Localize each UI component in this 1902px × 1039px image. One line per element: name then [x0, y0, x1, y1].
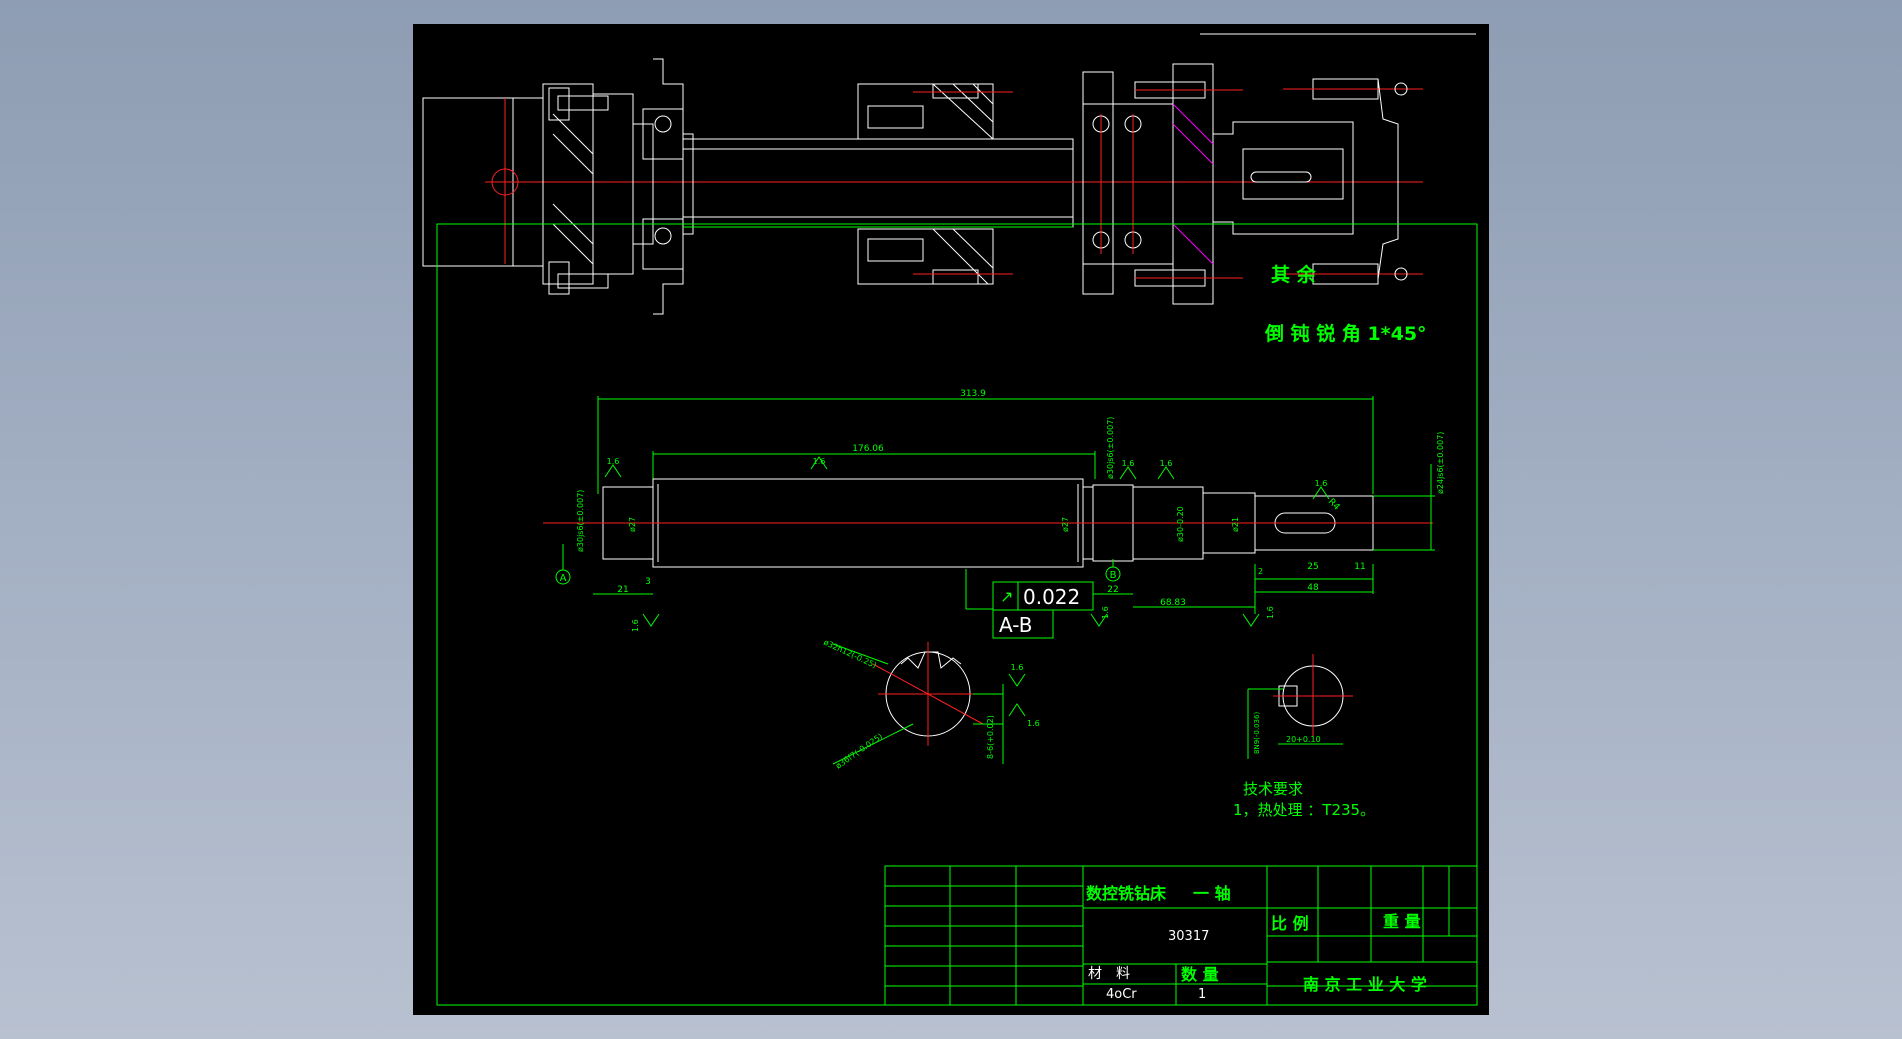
note-remaining: 其 余 — [1271, 263, 1317, 286]
rough-7: 1.6 — [1101, 606, 1110, 619]
tech-item: 1，热处理 ：T235。 — [1233, 801, 1375, 819]
dim-mid: 176.06 — [852, 444, 884, 454]
drawing-sheet[interactable]: 其 余 倒 钝 锐 角 1*45° — [413, 24, 1489, 1015]
note-chamfer: 倒 钝 锐 角 1*45° — [1264, 322, 1427, 345]
dim-len-2: 2 — [1258, 567, 1263, 576]
dim-len-48: 48 — [1307, 583, 1319, 593]
tolerance-value: 0.022 — [1023, 585, 1080, 609]
tb-machine: 数控铣钻床 — [1086, 884, 1167, 903]
dim-d30-right: ø30js6(±0.007) — [1106, 417, 1115, 479]
drawing-canvas: 其 余 倒 钝 锐 角 1*45° — [422, 33, 1478, 1006]
spline-d1: ø32h12(-0.25) — [822, 638, 878, 670]
rough-8: 1.6 — [1266, 606, 1275, 619]
dim-radius: R4 — [1326, 497, 1342, 513]
rough-4: 1.6 — [1160, 459, 1173, 468]
rough-2: 1.6 — [813, 457, 826, 466]
dim-d-left: ø30js6(±0.007) — [576, 490, 585, 552]
tb-quantity-label: 数 量 — [1181, 965, 1219, 984]
dim-d21: ø21 — [1231, 517, 1240, 532]
assembly-view — [422, 33, 1476, 315]
dim-d27b: ø27 — [1061, 517, 1070, 532]
rough-9: 1.6 — [1011, 663, 1024, 672]
dim-len-6883: 68.83 — [1160, 598, 1186, 608]
rough-3: 1.6 — [1122, 459, 1135, 468]
tb-weight-label: 重 量 — [1383, 912, 1421, 931]
dim-d24: ø24js6(±0.007) — [1436, 432, 1445, 494]
dim-len-21: 21 — [617, 585, 628, 595]
shaft-part-view — [543, 396, 1435, 639]
dim-d30b: ø30-0.20 — [1176, 506, 1185, 542]
key-section — [1247, 654, 1353, 759]
tb-scale-label: 比 例 — [1271, 914, 1309, 933]
spline-section — [832, 642, 1026, 765]
runout-symbol: ↗ — [1000, 587, 1013, 606]
dim-overall: 313.9 — [960, 389, 986, 399]
dim-d27a: ø27 — [628, 517, 637, 532]
key-depth: 20+0.10 — [1286, 735, 1321, 744]
tb-material-value: 4oCr — [1106, 987, 1137, 1002]
tb-drawing-no: 30317 — [1168, 929, 1209, 944]
dim-len-22: 22 — [1107, 585, 1118, 595]
rough-1: 1.6 — [607, 457, 620, 466]
title-block — [884, 865, 1478, 1006]
rough-5: 1.6 — [1315, 479, 1328, 488]
dim-len-3: 3 — [645, 577, 651, 587]
tb-school: 南 京 工 业 大 学 — [1303, 975, 1427, 994]
datum-a: A — [560, 573, 567, 584]
spline-d2: ø36f7(-0.025) — [834, 732, 884, 771]
dim-len-25: 25 — [1307, 562, 1318, 572]
tb-quantity-value: 1 — [1198, 987, 1206, 1002]
tech-title: 技术要求 — [1243, 780, 1303, 798]
rough-6: 1.6 — [631, 619, 640, 632]
rough-10: 1.6 — [1027, 719, 1040, 728]
dim-len-11: 11 — [1354, 562, 1365, 572]
spline-b: 8-6(+0.02) — [986, 715, 995, 759]
datum-b: B — [1110, 570, 1117, 581]
tolerance-ref: A-B — [999, 613, 1032, 637]
key-width: 8N9(-0.036) — [1253, 712, 1261, 754]
tb-part: 一 轴 — [1193, 884, 1231, 903]
tb-material-label: 材 料 — [1088, 966, 1130, 982]
